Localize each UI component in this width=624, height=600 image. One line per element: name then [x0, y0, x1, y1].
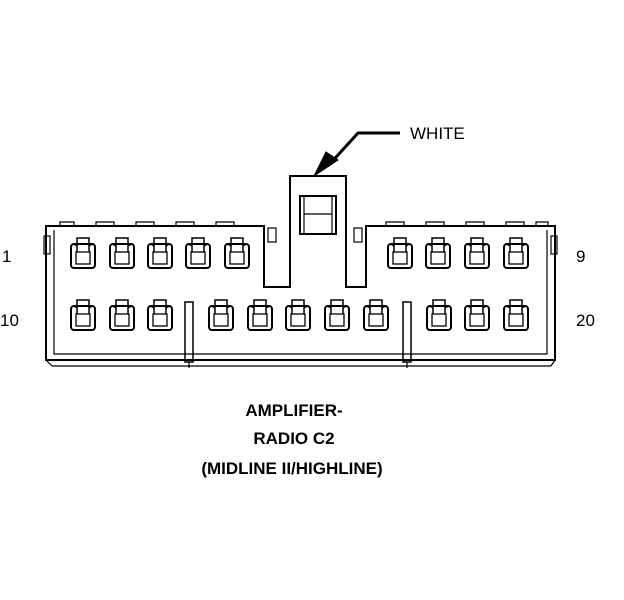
- caption-line-1: AMPLIFIER-: [245, 401, 342, 420]
- cavity-bottom-7: [324, 299, 350, 331]
- pin-label-9: 9: [576, 247, 585, 266]
- pin-label-20: 20: [576, 311, 595, 330]
- cavity-row-bottom: [70, 299, 529, 331]
- cavity-bottom-11: [503, 299, 529, 331]
- cavity-bottom-3: [147, 299, 173, 331]
- cavity-bottom-4: [208, 299, 234, 331]
- cavity-bottom-2: [109, 299, 135, 331]
- pin-label-10: 10: [0, 311, 19, 330]
- cavity-row-top: [70, 237, 529, 269]
- cavity-bottom-6: [285, 299, 311, 331]
- cavity-bottom-10: [464, 299, 490, 331]
- callout-label: WHITE: [410, 124, 465, 143]
- cavity-bottom-5: [247, 299, 273, 331]
- pin-label-1: 1: [2, 247, 11, 266]
- cavity-top-3: [147, 237, 173, 269]
- cavity-top-1: [70, 237, 96, 269]
- connector-body: [43, 175, 558, 368]
- cavity-top-4: [185, 237, 211, 269]
- cavity-bottom-1: [70, 299, 96, 331]
- cavity-top-7: [425, 237, 451, 269]
- cavity-bottom-8: [363, 299, 389, 331]
- cavity-top-9: [503, 237, 529, 269]
- caption-line-3: (MIDLINE II/HIGHLINE): [201, 459, 382, 478]
- cavity-bottom-9: [426, 299, 452, 331]
- cavity-top-2: [109, 237, 135, 269]
- cavity-top-6: [387, 237, 413, 269]
- cavity-top-5: [224, 237, 250, 269]
- cavity-top-8: [464, 237, 490, 269]
- caption-line-2: RADIO C2: [253, 429, 334, 448]
- callout-arrow: [312, 131, 400, 178]
